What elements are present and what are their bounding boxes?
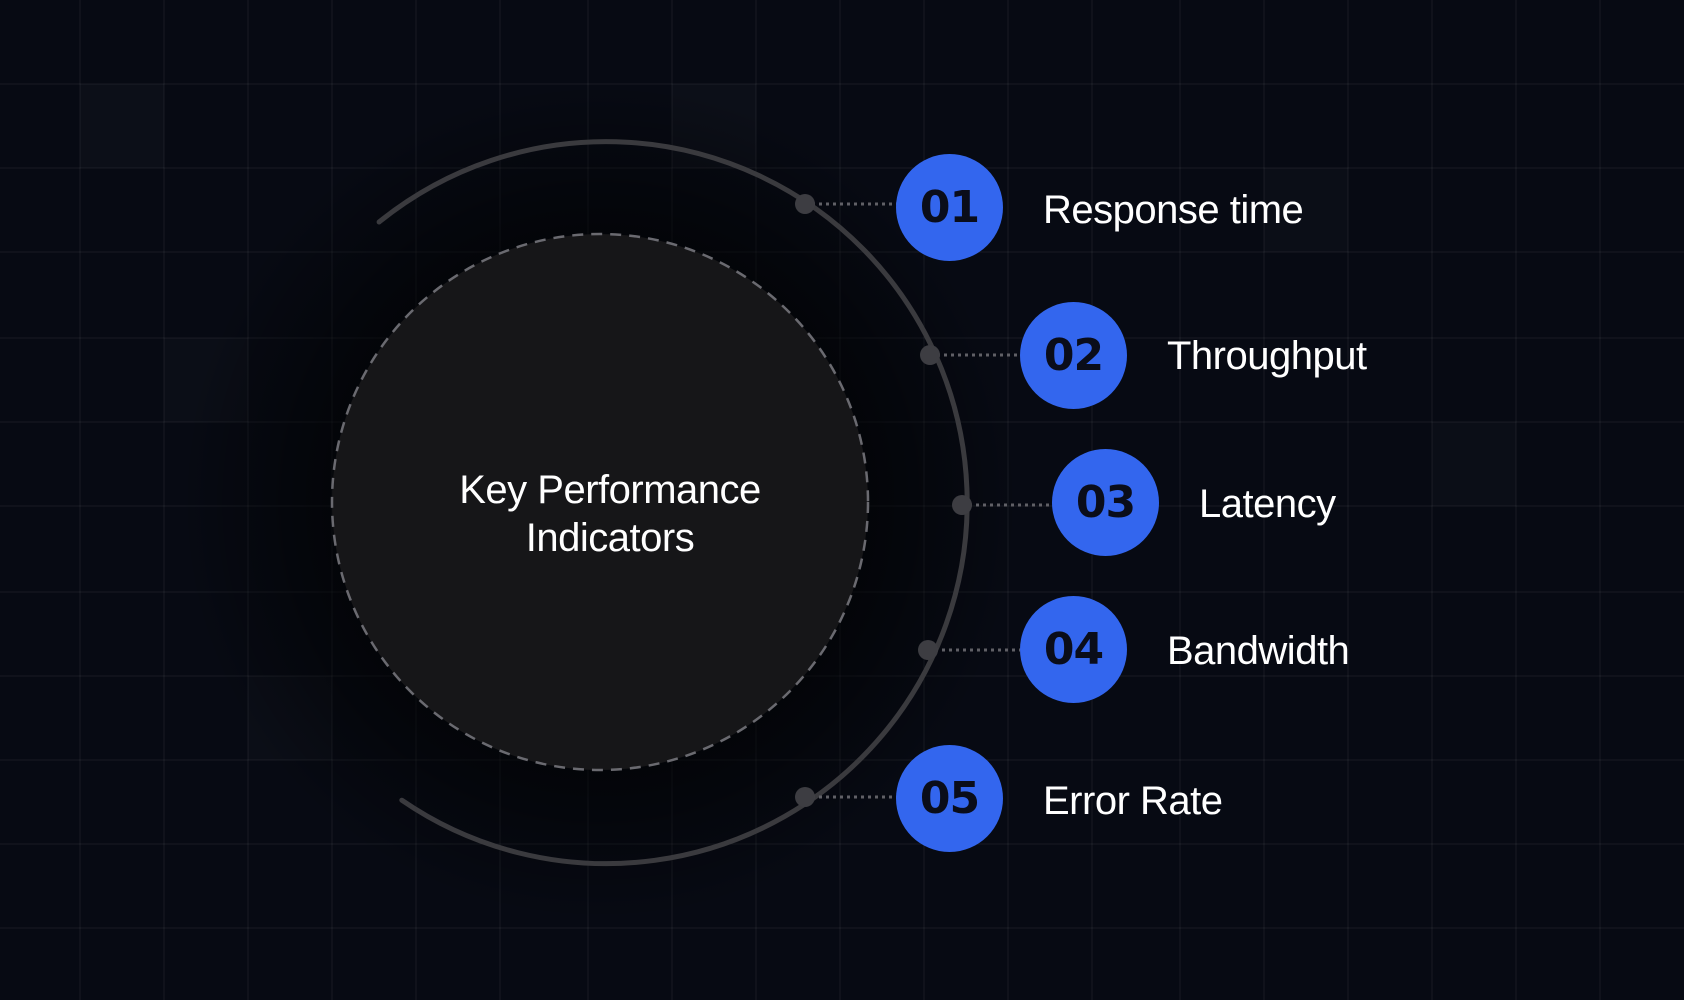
arc-node-05 [795,787,815,807]
center-title-line-1: Key Performance [459,468,761,512]
badge-01: 01 [896,154,1003,261]
arc-node-01 [795,194,815,214]
connectors [805,202,1052,799]
badge-03: 03 [1052,449,1159,556]
arc-node-02 [920,345,940,365]
label-response-time: Response time [1043,188,1304,232]
badge-05: 05 [896,745,1003,852]
label-throughput: Throughput [1167,334,1367,378]
center-title-line-2: Indicators [525,516,695,560]
arc-node-03 [952,495,972,515]
arc-nodes [795,194,972,807]
label-bandwidth: Bandwidth [1167,629,1350,673]
outer-arc [376,139,970,867]
inner-circle [330,232,870,772]
badge-02: 02 [1020,302,1127,409]
arc-node-04 [918,640,938,660]
label-error-rate: Error Rate [1043,779,1223,823]
label-latency: Latency [1199,482,1336,526]
badge-04: 04 [1020,596,1127,703]
center-title: Key Performance Indicators [400,466,820,562]
